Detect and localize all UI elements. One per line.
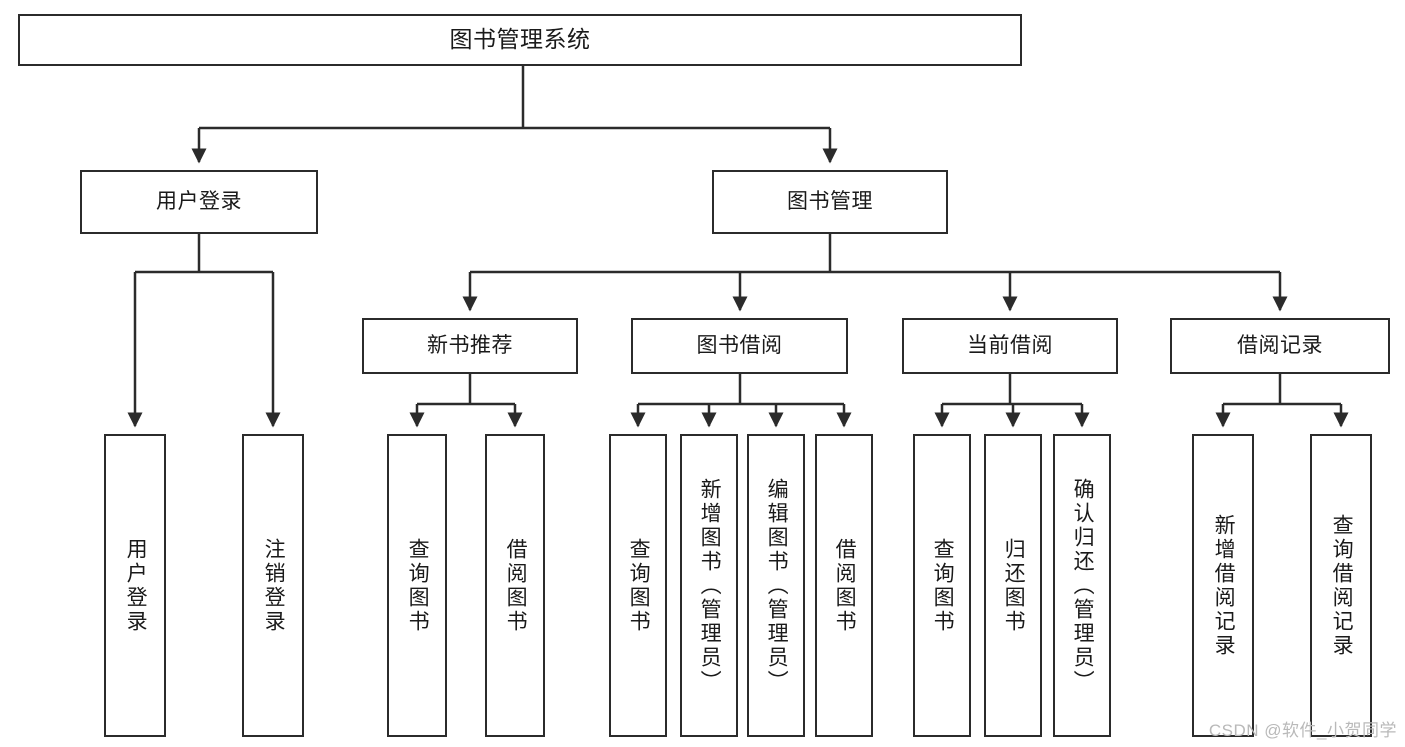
node-leaf-query-book-2[interactable]: 查询图书 — [609, 434, 667, 737]
node-borrow-record[interactable]: 借阅记录 — [1170, 318, 1390, 374]
node-leaf-user-login[interactable]: 用户登录 — [104, 434, 166, 737]
node-leaf-confirm-return[interactable]: 确认归还（管理员） — [1053, 434, 1111, 737]
node-book-borrow-label: 图书借阅 — [696, 334, 783, 358]
node-leaf-query-record[interactable]: 查询借阅记录 — [1310, 434, 1372, 737]
node-leaf-add-book[interactable]: 新增图书（管理员） — [680, 434, 738, 737]
node-book-manage-label: 图书管理 — [787, 190, 873, 214]
node-new-book-recommend[interactable]: 新书推荐 — [362, 318, 578, 374]
node-user-login-label: 用户登录 — [156, 190, 242, 214]
node-leaf-return-book-label: 归还图书 — [1002, 537, 1026, 634]
node-leaf-query-book-2-label: 查询图书 — [627, 537, 651, 634]
node-user-login[interactable]: 用户登录 — [80, 170, 318, 234]
node-leaf-user-login-label: 用户登录 — [124, 537, 148, 634]
node-leaf-borrow-book-1-label: 借阅图书 — [504, 537, 528, 634]
node-root-label: 图书管理系统 — [449, 26, 591, 53]
node-book-manage[interactable]: 图书管理 — [712, 170, 948, 234]
node-current-borrow-label: 当前借阅 — [967, 334, 1053, 358]
node-leaf-query-book-3[interactable]: 查询图书 — [913, 434, 971, 737]
node-leaf-query-book-1-label: 查询图书 — [406, 537, 430, 634]
node-root[interactable]: 图书管理系统 — [18, 14, 1022, 66]
node-book-borrow[interactable]: 图书借阅 — [631, 318, 848, 374]
node-leaf-query-book-1[interactable]: 查询图书 — [387, 434, 447, 737]
node-leaf-logout-label: 注销登录 — [262, 537, 286, 634]
node-leaf-query-record-label: 查询借阅记录 — [1330, 513, 1354, 658]
node-leaf-add-record[interactable]: 新增借阅记录 — [1192, 434, 1254, 737]
node-leaf-borrow-book-2[interactable]: 借阅图书 — [815, 434, 873, 737]
node-leaf-edit-book[interactable]: 编辑图书（管理员） — [747, 434, 805, 737]
node-leaf-borrow-book-2-label: 借阅图书 — [833, 537, 857, 634]
node-leaf-confirm-return-label: 确认归还（管理员） — [1071, 477, 1095, 694]
node-leaf-edit-book-label: 编辑图书（管理员） — [765, 477, 789, 694]
node-borrow-record-label: 借阅记录 — [1237, 334, 1323, 358]
node-leaf-add-record-label: 新增借阅记录 — [1212, 513, 1236, 658]
node-leaf-add-book-label: 新增图书（管理员） — [698, 477, 722, 694]
node-leaf-query-book-3-label: 查询图书 — [931, 537, 955, 634]
node-leaf-return-book[interactable]: 归还图书 — [984, 434, 1042, 737]
node-current-borrow[interactable]: 当前借阅 — [902, 318, 1118, 374]
node-leaf-logout[interactable]: 注销登录 — [242, 434, 304, 737]
node-leaf-borrow-book-1[interactable]: 借阅图书 — [485, 434, 545, 737]
node-new-book-recommend-label: 新书推荐 — [427, 334, 513, 358]
